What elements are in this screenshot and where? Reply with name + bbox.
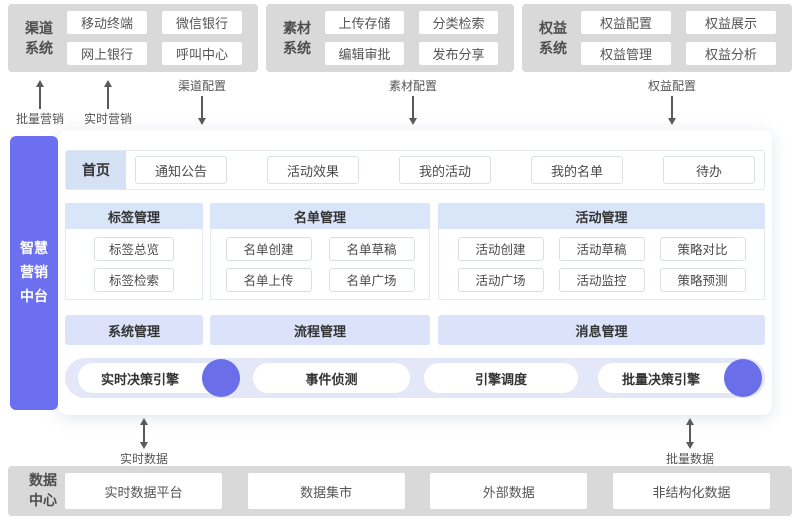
data-center-data-mart: 数据集市 — [247, 473, 405, 509]
flow-batch-data: 批量数据 — [666, 418, 714, 466]
list-upload-item: 名单上传 — [225, 267, 312, 292]
flow-label-batch-data: 批量数据 — [665, 452, 715, 466]
flow-label-benefit-config: 权益配置 — [647, 79, 697, 93]
data-center-unstructured-data: 非结构化数据 — [612, 473, 770, 509]
list-management-body: 名单创建 名单草稿 名单上传 名单广场 — [210, 229, 430, 300]
activity-plaza-item: 活动广场 — [457, 267, 544, 292]
benefit-system-title: 权益系统 — [539, 19, 567, 56]
material-item-category-search: 分类检索 — [419, 11, 498, 34]
flow-material-config: 素材配置 — [388, 79, 438, 126]
material-system-box: 素材系统 上传存储 分类检索 编辑审批 发布分享 — [266, 4, 514, 72]
activity-management-header: 活动管理 — [438, 203, 765, 229]
flow-realtime-data: 实时数据 — [120, 418, 168, 466]
engine-event-detection: 事件侦测 — [253, 363, 410, 393]
list-management-section: 名单管理 名单创建 名单草稿 名单上传 名单广场 — [210, 203, 430, 300]
channel-item-call-center: 呼叫中心 — [162, 42, 242, 65]
engine-badge-circle — [724, 359, 762, 397]
flow-label-batch-marketing: 批量营销 — [15, 112, 65, 126]
activity-monitor-item: 活动监控 — [558, 267, 645, 292]
material-system-title: 素材系统 — [283, 19, 311, 56]
down-arrow-icon — [667, 96, 676, 126]
double-arrow-icon — [685, 418, 694, 449]
benefit-item-analyze: 权益分析 — [686, 42, 776, 65]
engine-realtime-decision: 实时决策引擎 — [78, 359, 240, 397]
engine-realtime-decision-label: 实时决策引擎 — [100, 371, 179, 387]
data-center-box: 数据中心 实时数据平台 数据集市 外部数据 非结构化数据 — [8, 466, 792, 516]
nav-home-tab: 首页 — [66, 151, 126, 189]
benefit-system-box: 权益系统 权益配置 权益展示 权益管理 权益分析 — [522, 4, 792, 72]
material-system-grid: 上传存储 分类检索 编辑审批 发布分享 — [325, 11, 498, 65]
message-management-bar: 消息管理 — [438, 315, 765, 345]
benefit-system-grid: 权益配置 权益展示 权益管理 权益分析 — [581, 11, 776, 65]
flow-channel-config: 渠道配置 — [177, 79, 227, 126]
engine-batch-decision: 批量决策引擎 — [598, 359, 762, 397]
tag-search-item: 标签检索 — [94, 267, 174, 292]
activity-management-section: 活动管理 活动创建 活动草稿 策略对比 活动广场 活动监控 策略预测 — [438, 203, 765, 300]
channel-item-wechat-bank: 微信银行 — [162, 11, 242, 34]
material-item-upload-store: 上传存储 — [325, 11, 404, 34]
engine-batch-decision-label: 批量决策引擎 — [621, 371, 700, 387]
tag-management-body: 标签总览 标签检索 — [65, 229, 203, 300]
platform-sidebar: 智慧营销中台 — [10, 136, 58, 410]
data-center-realtime-platform: 实时数据平台 — [65, 473, 222, 509]
list-plaza-item: 名单广场 — [328, 267, 415, 292]
data-center-external-data: 外部数据 — [430, 473, 588, 509]
engine-scheduling-label: 引擎调度 — [474, 371, 527, 387]
benefit-item-display: 权益展示 — [686, 11, 776, 34]
nav-item-notice: 通知公告 — [135, 156, 227, 184]
tag-management-header: 标签管理 — [65, 203, 203, 229]
nav-items: 通知公告 活动效果 我的活动 我的名单 待办 — [126, 151, 764, 189]
list-management-header: 名单管理 — [210, 203, 430, 229]
benefit-item-config: 权益配置 — [581, 11, 671, 34]
marketing-platform-panel: 首页 通知公告 活动效果 我的活动 我的名单 待办 标签管理 标签总览 标签检索… — [58, 130, 772, 415]
activity-draft-item: 活动草稿 — [558, 236, 645, 261]
channel-item-mobile: 移动终端 — [67, 11, 147, 34]
channel-system-title: 渠道系统 — [25, 19, 53, 56]
tag-overview-item: 标签总览 — [94, 236, 174, 261]
channel-item-online-bank: 网上银行 — [67, 42, 147, 65]
process-management-bar: 流程管理 — [210, 315, 430, 345]
flow-label-channel-config: 渠道配置 — [177, 79, 227, 93]
flow-label-material-config: 素材配置 — [388, 79, 438, 93]
engine-event-detection-label: 事件侦测 — [305, 371, 358, 387]
platform-sidebar-title: 智慧营销中台 — [20, 240, 48, 304]
engine-scheduling: 引擎调度 — [424, 363, 578, 393]
nav-item-todo: 待办 — [663, 156, 755, 184]
material-item-publish-share: 发布分享 — [419, 42, 498, 65]
nav-item-activity-effect: 活动效果 — [267, 156, 359, 184]
down-arrow-icon — [408, 96, 417, 126]
strategy-compare-item: 策略对比 — [659, 236, 746, 261]
material-item-edit-approve: 编辑审批 — [325, 42, 404, 65]
activity-management-body: 活动创建 活动草稿 策略对比 活动广场 活动监控 策略预测 — [438, 229, 765, 300]
flow-label-realtime-data: 实时数据 — [119, 452, 169, 466]
channel-system-box: 渠道系统 移动终端 微信银行 网上银行 呼叫中心 — [8, 4, 258, 72]
list-draft-item: 名单草稿 — [328, 236, 415, 261]
nav-item-my-list: 我的名单 — [531, 156, 623, 184]
up-arrow-icon — [35, 80, 44, 109]
benefit-item-manage: 权益管理 — [581, 42, 671, 65]
tag-management-section: 标签管理 标签总览 标签检索 — [65, 203, 203, 300]
flow-benefit-config: 权益配置 — [647, 79, 697, 126]
data-center-items: 实时数据平台 数据集市 外部数据 非结构化数据 — [65, 473, 770, 509]
list-create-item: 名单创建 — [225, 236, 312, 261]
flow-batch-marketing: 批量营销 — [16, 80, 64, 126]
nav-item-my-activity: 我的活动 — [399, 156, 491, 184]
strategy-predict-item: 策略预测 — [659, 267, 746, 292]
channel-system-grid: 移动终端 微信银行 网上银行 呼叫中心 — [67, 11, 242, 65]
engine-bar: 实时决策引擎 事件侦测 引擎调度 批量决策引擎 — [65, 358, 765, 398]
up-arrow-icon — [103, 80, 112, 109]
platform-nav-row: 首页 通知公告 活动效果 我的活动 我的名单 待办 — [65, 150, 765, 190]
data-center-title: 数据中心 — [29, 472, 57, 508]
system-management-bar: 系统管理 — [65, 315, 203, 345]
double-arrow-icon — [139, 418, 148, 449]
activity-create-item: 活动创建 — [457, 236, 544, 261]
flow-realtime-marketing: 实时营销 — [84, 80, 132, 126]
engine-badge-circle — [202, 359, 240, 397]
down-arrow-icon — [197, 96, 206, 126]
flow-label-realtime-marketing: 实时营销 — [83, 112, 133, 126]
